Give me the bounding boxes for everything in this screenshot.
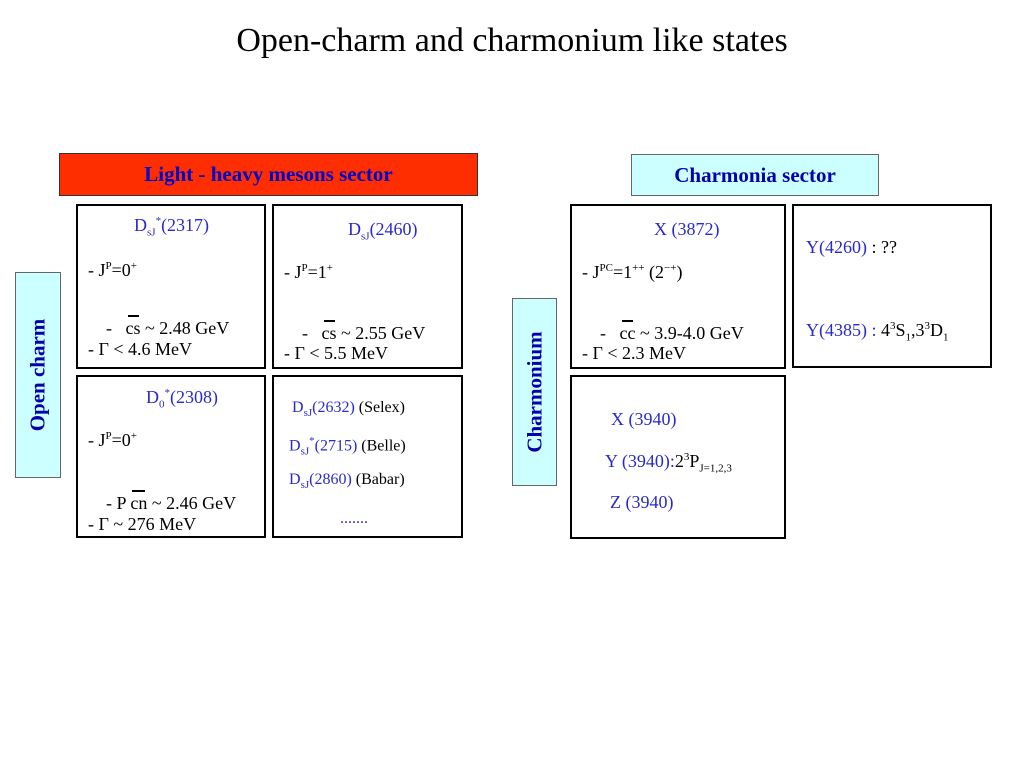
ds2317-name: DsJ*(2317) — [134, 215, 210, 239]
page-title: Open-charm and charmonium like states — [236, 22, 788, 59]
y3940-row: Y (3940):23PJ=1,2,3 — [605, 451, 732, 475]
d2308-name: D0*(2308) — [146, 387, 218, 411]
ds2317-width: - Γ < 4.6 MeV — [88, 339, 193, 359]
ds2715-row: DsJ*(2715) (Belle) — [289, 435, 406, 458]
ds2317-jp: - JP=0+ — [88, 260, 137, 280]
d2308-mass: - P cn ~ 2.46 GeV — [106, 490, 237, 513]
d2308-jp: - JP=0+ — [88, 430, 137, 450]
ds2860-row: DsJ(2860) (Babar) — [289, 471, 405, 492]
ds-ellipsis: ....... — [340, 510, 368, 527]
ds2460-jp: - JP=1+ — [284, 262, 333, 282]
ds2317-mass: - cs ~ 2.48 GeV — [106, 315, 230, 338]
card-y-states: Y(4260) : ?? Y(4385) : 43S1,33D1 — [792, 204, 992, 368]
x3940-name: X (3940) — [611, 409, 677, 429]
y4385-row: Y(4385) : 43S1,33D1 — [806, 320, 949, 344]
d2308-width: - Γ ~ 276 MeV — [88, 514, 197, 534]
card-x3872: X (3872) - JPC=1++ (2−+) - cc ~ 3.9-4.0 … — [570, 204, 786, 369]
card-ds-others: DsJ(2632) (Selex) DsJ*(2715) (Belle) DsJ… — [272, 375, 463, 538]
card-ds2460: DsJ(2460) - JP=1+ - cs ~ 2.55 GeV - Γ < … — [272, 204, 463, 369]
card-ds2317: DsJ*(2317) - JP=0+ - cs ~ 2.48 GeV - Γ <… — [76, 204, 266, 369]
open-charm-label: Open charm — [15, 272, 61, 478]
charmonium-label: Charmonium — [512, 298, 557, 486]
y4260-row: Y(4260) : ?? — [806, 237, 897, 257]
light-heavy-sector-label: Light - heavy mesons sector — [59, 153, 478, 196]
x3872-jpc: - JPC=1++ (2−+) — [582, 262, 683, 282]
charmonia-sector-label: Charmonia sector — [631, 154, 879, 196]
x3872-width: - Γ < 2.3 MeV — [582, 343, 687, 363]
charmonium-text: Charmonium — [522, 331, 546, 453]
ds2460-mass: - cs ~ 2.55 GeV — [302, 320, 426, 343]
open-charm-text: Open charm — [25, 318, 50, 432]
ds2460-name: DsJ(2460) — [348, 219, 418, 243]
ds2632-row: DsJ(2632) (Selex) — [292, 399, 405, 420]
card-d2308: D0*(2308) - JP=0+ - P cn ~ 2.46 GeV - Γ … — [76, 375, 266, 538]
z3940-name: Z (3940) — [610, 492, 674, 512]
ds2460-width: - Γ < 5.5 MeV — [284, 343, 389, 363]
card-3940-states: X (3940) Y (3940):23PJ=1,2,3 Z (3940) — [570, 375, 786, 539]
x3872-name: X (3872) — [654, 219, 720, 239]
x3872-mass: - cc ~ 3.9-4.0 GeV — [600, 320, 744, 343]
